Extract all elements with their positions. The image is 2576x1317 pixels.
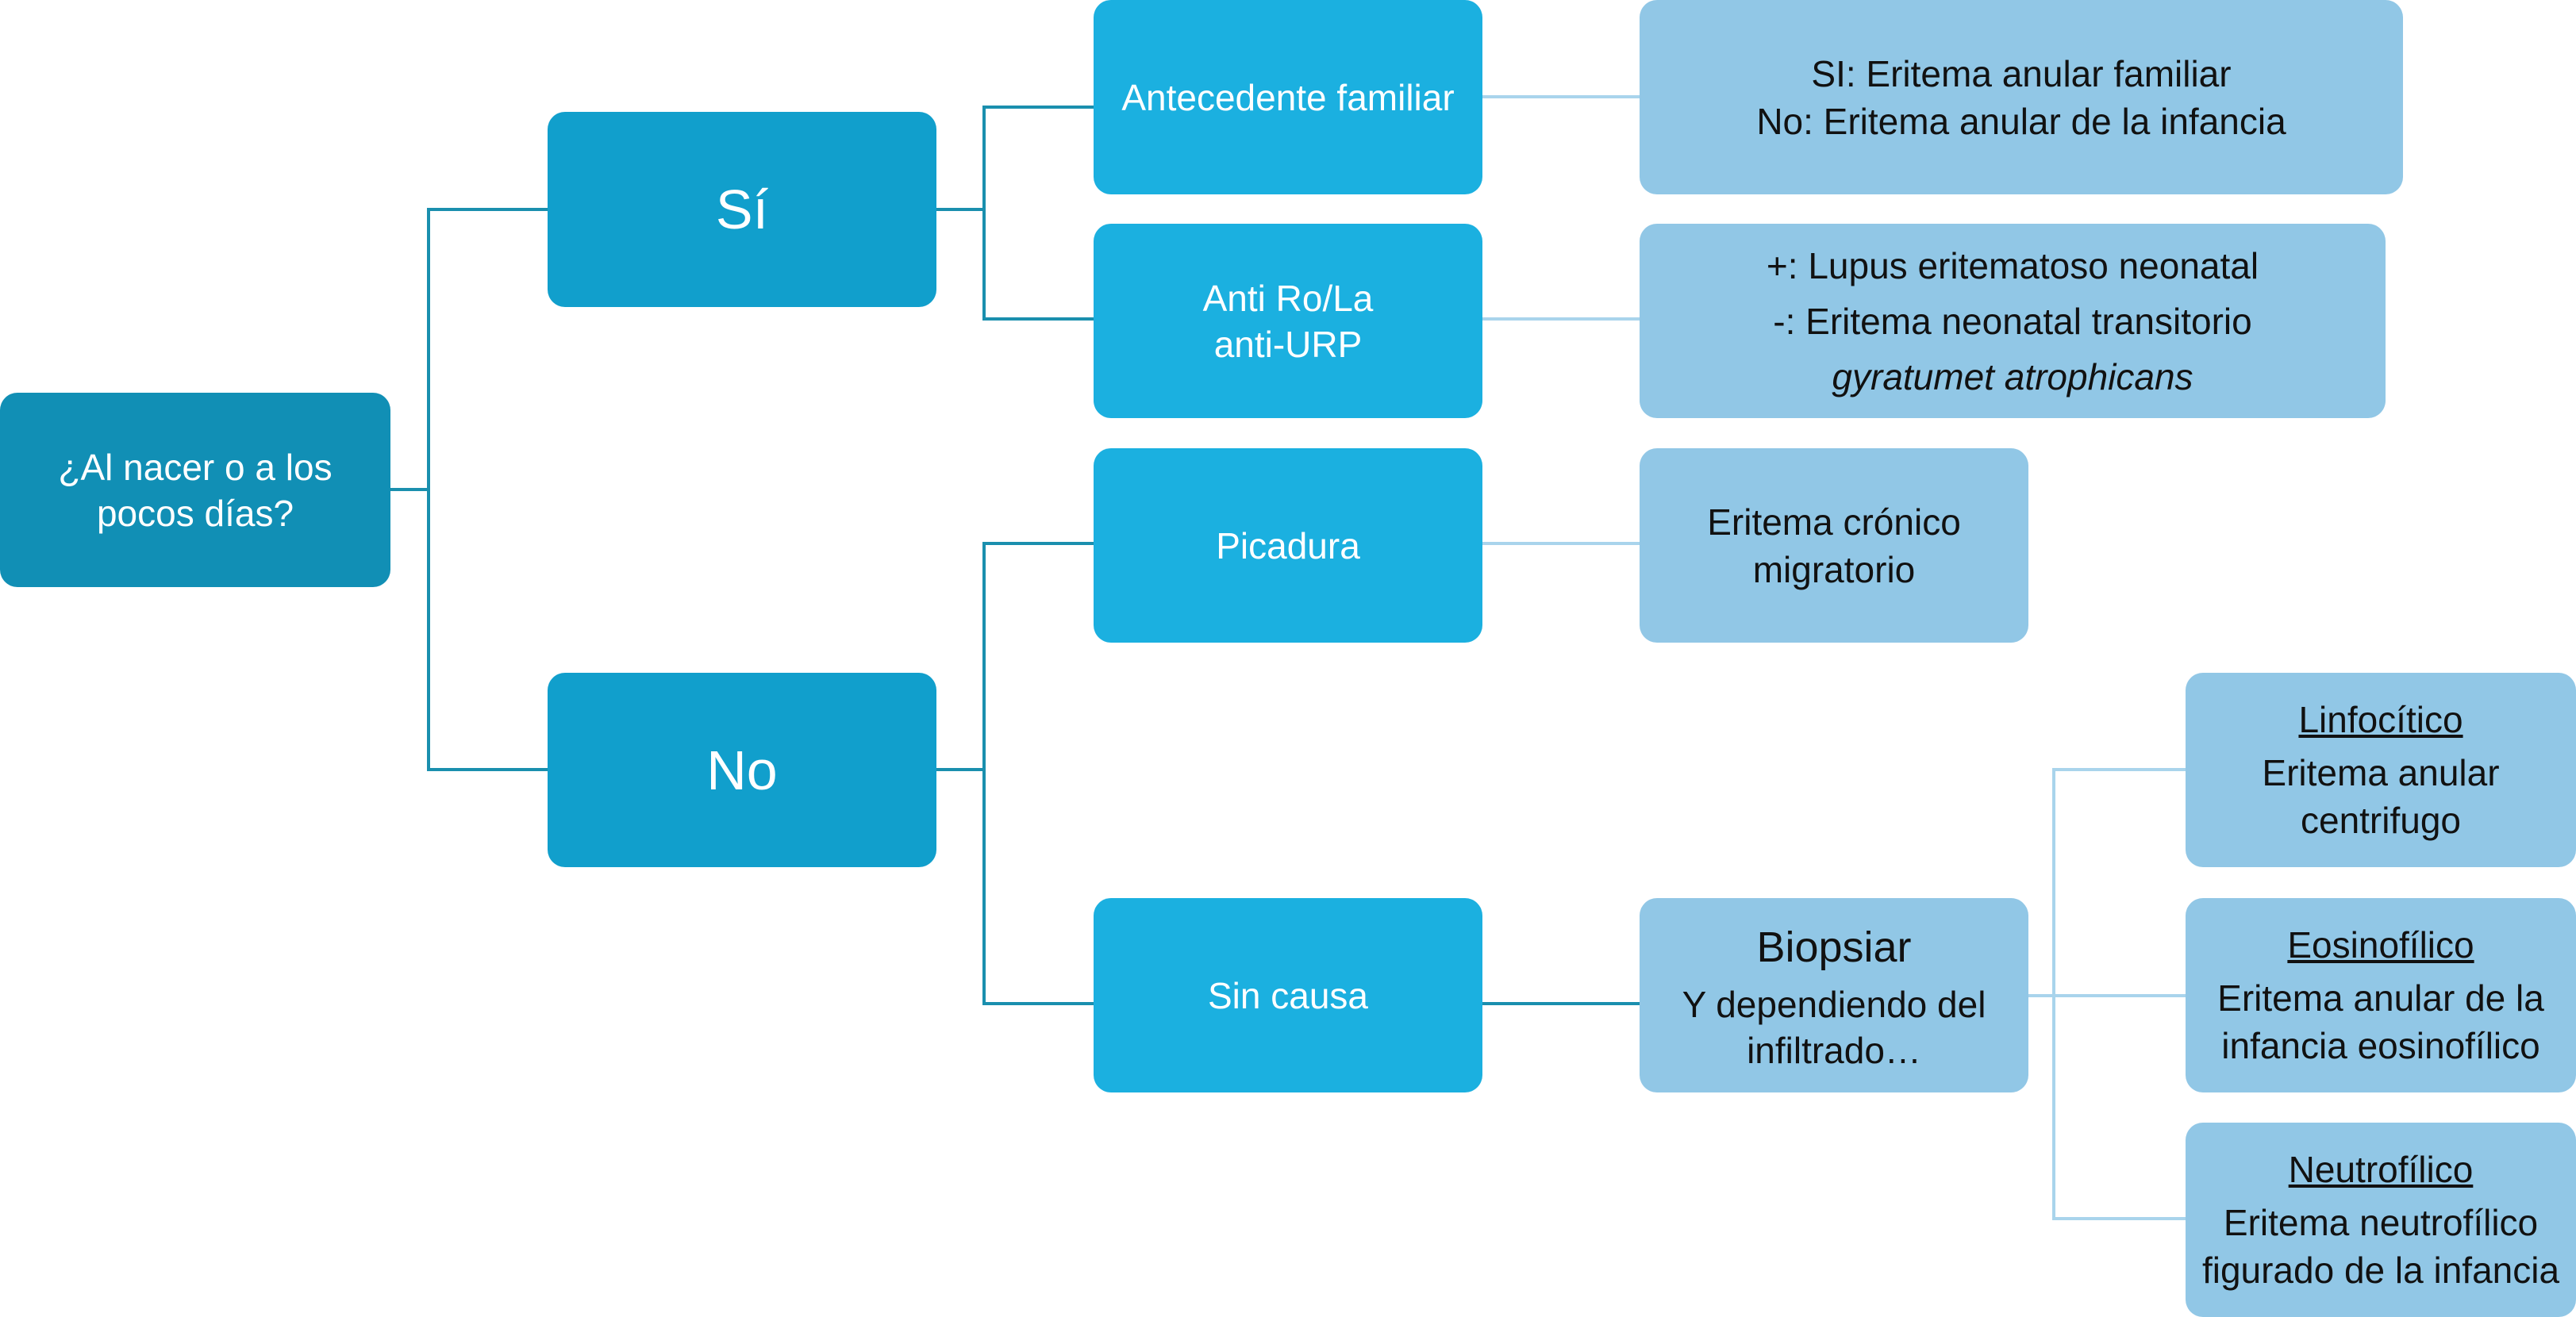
biopsiar-line-1: Y dependiendo del	[1682, 983, 1986, 1025]
neutrofilico-line-1: Eritema neutrofílico	[2223, 1201, 2539, 1243]
linfocitico-line-2: centrifugo	[2300, 799, 2461, 841]
picadura-result-node: Eritema crónico migratorio	[1640, 448, 2028, 643]
connector-root-branches	[427, 208, 548, 771]
connector-yes-branches	[982, 106, 1094, 321]
biopsiar-line-2: infiltrado…	[1747, 1029, 1921, 1071]
anti-ro-result-line-2: -: Eritema neonatal transitorio	[1773, 300, 2252, 342]
anti-ro-result-node: +: Lupus eritematoso neonatal -: Eritema…	[1640, 224, 2386, 418]
linfocitico-line-1: Eritema anular	[2262, 751, 2500, 793]
family-history-node: Antecedente familiar	[1094, 0, 1482, 194]
eosinofilico-line-1: Eritema anular de la	[2217, 977, 2544, 1019]
root-question-node: ¿Al nacer o a los pocos días?	[0, 393, 390, 587]
family-result-line-1: SI: Eritema anular familiar	[1811, 52, 2232, 94]
eosinofilico-node: Eosinofílico Eritema anular de la infanc…	[2186, 898, 2576, 1092]
yes-label: Sí	[715, 179, 769, 240]
anti-ro-la-node: Anti Ro/La anti-URP	[1094, 224, 1482, 418]
linfocitico-heading: Linfocítico	[2298, 698, 2463, 740]
neutrofilico-line-2: figurado de la infancia	[2201, 1249, 2560, 1291]
anti-ro-la-line-2: anti-URP	[1213, 323, 1363, 365]
connector-no-branches	[982, 542, 1094, 1005]
picadura-result-line-2: migratorio	[1752, 548, 1916, 590]
eosinofilico-heading: Eosinofílico	[2287, 923, 2474, 966]
picadura-result-line-1: Eritema crónico	[1707, 501, 1961, 543]
linfocitico-node: Linfocítico Eritema anular centrifugo	[2186, 673, 2576, 867]
root-question-line-2: pocos días?	[96, 492, 294, 534]
root-question-line-1: ¿Al nacer o a los	[58, 446, 333, 488]
family-result-line-2: No: Eritema anular de la infancia	[1756, 100, 2286, 142]
family-history-label: Antecedente familiar	[1121, 76, 1455, 118]
biopsiar-title: Biopsiar	[1756, 923, 1912, 971]
picadura-label: Picadura	[1216, 524, 1360, 566]
yes-node: Sí	[548, 112, 936, 307]
connector-biopsiar-branches	[2052, 768, 2186, 1220]
biopsiar-node: Biopsiar Y dependiendo del infiltrado…	[1640, 898, 2028, 1092]
no-label: No	[706, 739, 778, 801]
family-result-node: SI: Eritema anular familiar No: Eritema …	[1640, 0, 2403, 194]
anti-ro-result-line-1: +: Lupus eritematoso neonatal	[1766, 244, 2259, 286]
picadura-node: Picadura	[1094, 448, 1482, 643]
no-node: No	[548, 673, 936, 867]
sin-causa-node: Sin causa	[1094, 898, 1482, 1092]
neutrofilico-heading: Neutrofílico	[2288, 1148, 2474, 1190]
neutrofilico-node: Neutrofílico Eritema neutrofílico figura…	[2186, 1123, 2576, 1317]
sin-causa-label: Sin causa	[1207, 974, 1368, 1016]
eosinofilico-line-2: infancia eosinofílico	[2221, 1024, 2540, 1066]
anti-ro-la-line-1: Anti Ro/La	[1202, 277, 1374, 319]
anti-ro-result-line-3: gyratumet atrophicans	[1832, 355, 2193, 397]
